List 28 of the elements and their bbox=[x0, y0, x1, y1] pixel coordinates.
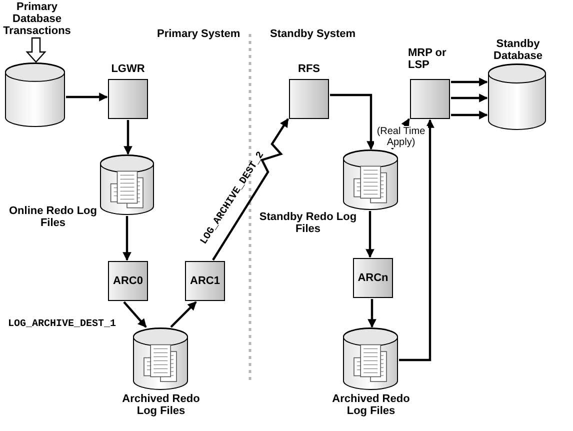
parameter-label: LOG_ARCHIVE_DEST_1 bbox=[8, 319, 116, 330]
arrow bbox=[451, 94, 488, 102]
arrow bbox=[123, 301, 147, 328]
arrow bbox=[368, 299, 376, 328]
arrow bbox=[451, 78, 488, 86]
node-label: LGWR bbox=[110, 63, 146, 75]
arrow bbox=[399, 119, 434, 362]
node-label: ARC0 bbox=[112, 275, 144, 287]
arrow bbox=[124, 120, 132, 155]
section-label: Primary System bbox=[157, 28, 240, 40]
section-label: Standby System bbox=[270, 28, 356, 40]
arrow bbox=[451, 110, 488, 120]
node-label: ARCn bbox=[356, 272, 390, 284]
node-label: Standby Database bbox=[492, 38, 544, 62]
arrow bbox=[66, 92, 108, 102]
arrow bbox=[170, 301, 197, 328]
node-label: RFS bbox=[297, 63, 321, 75]
arrow bbox=[330, 94, 376, 150]
hollow-arrow bbox=[26, 37, 46, 63]
arrow bbox=[212, 118, 289, 261]
node-label: MRP or LSP bbox=[408, 47, 448, 71]
node-label: Primary Database Transactions bbox=[2, 1, 72, 37]
node-label: Archived Redo Log Files bbox=[121, 393, 201, 417]
arrow bbox=[366, 211, 374, 258]
arrow bbox=[122, 216, 132, 261]
node-label: ARC1 bbox=[189, 275, 221, 287]
node-label: Online Redo Log Files bbox=[8, 205, 98, 229]
node-label: Archived Redo Log Files bbox=[331, 393, 411, 417]
